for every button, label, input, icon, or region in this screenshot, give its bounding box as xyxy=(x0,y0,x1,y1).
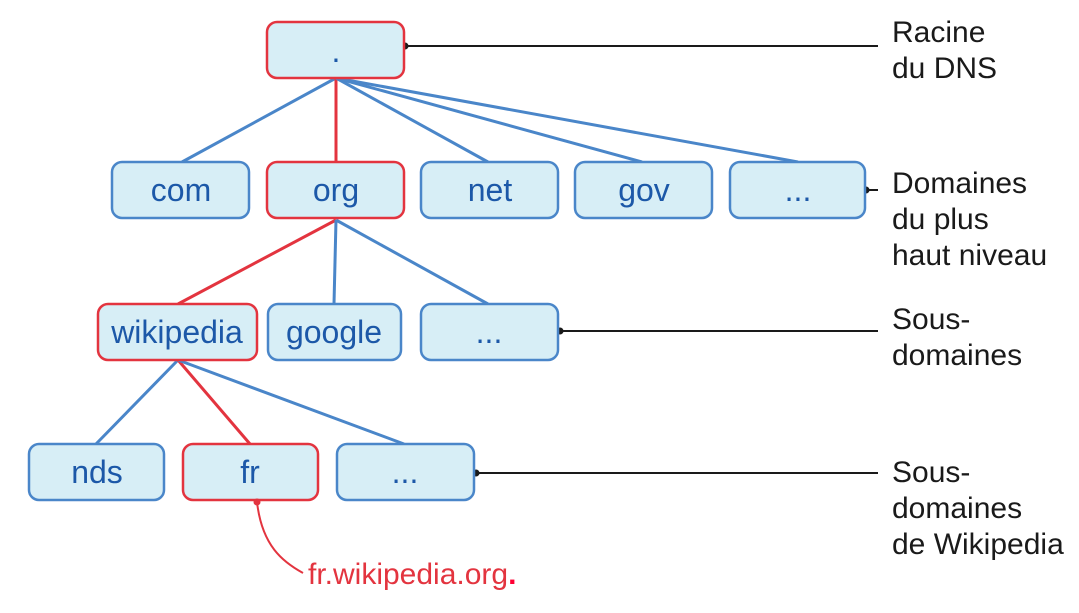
edge-root-more xyxy=(335,76,799,164)
label-wiki-subdomains-line-1: Sous- xyxy=(892,456,970,489)
edge-org-more xyxy=(335,218,489,306)
node-nds-label: nds xyxy=(71,454,123,490)
node-google: google xyxy=(266,302,403,362)
node-gov-label: gov xyxy=(618,172,670,208)
label-wiki-subdomains-line-2: domaines xyxy=(892,492,1022,525)
fqdn-trailing-dot: . xyxy=(508,558,516,591)
edge-wikipedia-more xyxy=(177,358,405,446)
node-nds: nds xyxy=(27,442,166,502)
node-com-label: com xyxy=(151,172,211,208)
edge-root-net xyxy=(335,76,489,164)
node-com: com xyxy=(110,160,251,220)
node-fr-label: fr xyxy=(240,454,260,490)
fqdn-arrow-dot xyxy=(253,498,261,506)
tree-connectors xyxy=(94,76,799,446)
node-root-label: . xyxy=(332,33,341,69)
fqdn-text: fr.wikipedia.org. xyxy=(308,558,516,591)
node-org: org xyxy=(265,160,406,220)
edge-root-gov xyxy=(335,76,643,164)
node-wikipedia: wikipedia xyxy=(96,302,259,362)
label-tld-line-2: du plus xyxy=(892,203,989,236)
fqdn-annotation: fr.wikipedia.org. xyxy=(253,498,516,591)
node-org-more-label: ... xyxy=(476,314,503,350)
node-wikipedia-label: wikipedia xyxy=(110,314,243,350)
node-org-more: ... xyxy=(419,302,560,362)
node-tld-more: ... xyxy=(728,160,867,220)
label-leaders xyxy=(401,42,878,477)
node-fr: fr xyxy=(181,442,320,502)
tree-nodes: . com org net gov ... wikipedia googl xyxy=(27,20,867,502)
node-org-label: org xyxy=(313,172,359,208)
edge-org-google xyxy=(332,219,338,305)
fqdn-arrow xyxy=(256,501,304,574)
node-net-label: net xyxy=(468,172,513,208)
label-subdomains: Sous- domaines xyxy=(892,303,1022,372)
edge-org-wikipedia xyxy=(177,218,337,306)
label-root-line-1: Racine xyxy=(892,16,985,49)
label-tld-line-1: Domaines xyxy=(892,167,1027,200)
edge-wikipedia-fr xyxy=(176,359,252,445)
node-net: net xyxy=(419,160,560,220)
label-tld-line-3: haut niveau xyxy=(892,239,1047,272)
label-subdomains-line-1: Sous- xyxy=(892,303,970,336)
label-subdomains-line-2: domaines xyxy=(892,339,1022,372)
edge-root-com xyxy=(181,76,337,164)
label-tld: Domaines du plus haut niveau xyxy=(892,167,1047,272)
label-wiki-subdomains: Sous- domaines de Wikipedia xyxy=(892,456,1064,561)
node-root: . xyxy=(265,20,406,80)
node-wiki-more: ... xyxy=(335,442,476,502)
label-root-line-2: du DNS xyxy=(892,52,997,85)
edge-wikipedia-nds xyxy=(94,358,180,446)
node-wiki-more-label: ... xyxy=(392,454,419,490)
label-wiki-subdomains-line-3: de Wikipedia xyxy=(892,528,1064,561)
node-google-label: google xyxy=(286,314,382,350)
label-root: Racine du DNS xyxy=(892,16,997,85)
fqdn-name: fr.wikipedia.org xyxy=(308,558,508,591)
node-gov: gov xyxy=(573,160,714,220)
node-tld-more-label: ... xyxy=(785,172,812,208)
level-labels: Racine du DNS Domaines du plus haut nive… xyxy=(892,16,1064,561)
